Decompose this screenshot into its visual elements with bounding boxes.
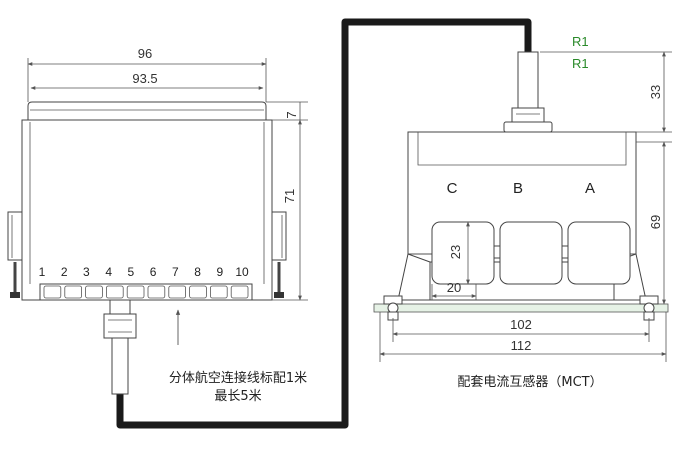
aviation-connector-meter <box>103 299 137 395</box>
terminal-number: 8 <box>194 265 201 279</box>
terminal-screw <box>64 285 83 299</box>
terminal-number: 10 <box>235 265 249 279</box>
dim-base-outer-label: 112 <box>511 338 532 353</box>
terminal-number: 4 <box>105 265 112 279</box>
terminal-screw <box>126 285 145 299</box>
ct-window-c <box>431 221 503 285</box>
right-mounting-clip <box>271 211 287 261</box>
phase-label-b: B <box>513 180 523 197</box>
terminal-screw <box>209 285 228 299</box>
ct-caption: 配套电流互感器（MCT） <box>457 374 602 390</box>
ct-base-bolt-left <box>383 295 403 321</box>
dim-inner-width-label: 93.5 <box>132 71 157 86</box>
right-screw <box>274 262 284 298</box>
terminal-screw <box>43 285 62 299</box>
terminal-number: 9 <box>216 265 223 279</box>
connector-label-2: R1 <box>572 56 589 71</box>
dim-outer-width-label: 96 <box>138 46 152 61</box>
phase-label-a: A <box>585 180 595 197</box>
dim-height-label: 71 <box>282 189 297 203</box>
connector-label-1: R1 <box>572 34 589 49</box>
dim-window-height-label: 23 <box>448 245 463 259</box>
connecting-cable <box>116 18 532 429</box>
dim-base-inner-label: 102 <box>510 317 532 332</box>
terminal-number: 3 <box>83 265 90 279</box>
dim-7: 7 <box>266 101 308 121</box>
ct-left-foot <box>397 253 431 301</box>
terminal-screw <box>147 285 166 299</box>
dim-96: 96 <box>27 46 267 102</box>
ct-window-a <box>567 221 631 285</box>
terminal-screw <box>106 285 124 299</box>
aviation-connector-ct <box>503 51 553 133</box>
terminal-number: 7 <box>172 265 179 279</box>
terminal-screw <box>189 285 207 299</box>
terminal-number: 2 <box>61 265 68 279</box>
dim-69: 69 <box>636 141 672 305</box>
dim-71: 71 <box>272 119 308 301</box>
terminal-screw <box>230 285 249 299</box>
dim-33: 33 <box>540 51 672 133</box>
dim-93-5: 93.5 <box>30 71 264 90</box>
terminal-screw <box>85 285 103 299</box>
dim-window-width-label: 20 <box>447 280 461 295</box>
meter-bezel <box>27 101 267 121</box>
meter-drawing: 1 2 3 4 5 6 7 8 9 10 96 93.5 7 <box>7 46 308 404</box>
cable-note-line2: 最长5米 <box>214 389 261 404</box>
ct-drawing: R1 R1 C B A <box>373 34 672 390</box>
terminal-number: 5 <box>128 265 135 279</box>
ct-window-b <box>499 221 571 285</box>
phase-label-c: C <box>447 180 458 197</box>
ct-base-bolt-right <box>639 295 659 321</box>
dim-bezel-label: 7 <box>284 111 299 118</box>
dim-112: 112 <box>379 312 667 362</box>
dim-23: 23 <box>448 221 470 285</box>
meter-housing <box>21 119 273 301</box>
terminal-number: 1 <box>39 265 46 279</box>
dim-20: 20 <box>431 280 477 300</box>
dim-102: 102 <box>392 317 650 342</box>
dim-body-height-label: 69 <box>648 215 663 229</box>
cable-note-line1: 分体航空连接线标配1米 <box>169 370 307 386</box>
terminal-screw <box>168 285 187 299</box>
left-mounting-clip <box>7 211 23 261</box>
dim-connector-height-label: 33 <box>648 85 663 99</box>
terminal-number: 6 <box>150 265 157 279</box>
ct-base-plate <box>373 303 669 313</box>
left-screw <box>10 262 20 298</box>
